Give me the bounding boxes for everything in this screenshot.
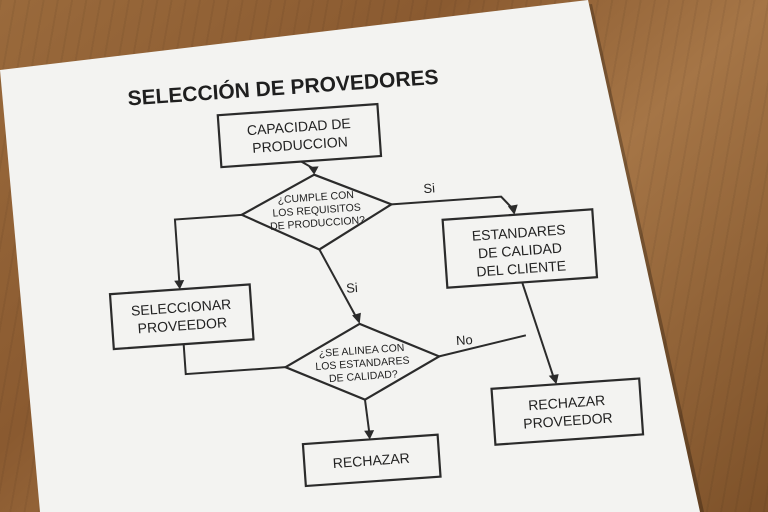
arrowhead xyxy=(548,374,559,385)
arrowhead xyxy=(352,312,361,324)
connector-line xyxy=(391,195,513,209)
node-seleccionar-proveedor: SELECCIONAR PROVEEDOR xyxy=(108,283,255,351)
node-label-line: ¿CUMPLE CON xyxy=(277,189,354,206)
arrowhead xyxy=(174,279,185,290)
decision-alinea-estandares: ¿SE ALINEA CON LOS ESTANDARES DE CALIDAD… xyxy=(283,322,442,401)
edge-label-si: Si xyxy=(346,280,359,296)
paper-sheet xyxy=(0,0,700,512)
connector-line xyxy=(318,249,358,318)
connector-line xyxy=(521,282,555,379)
node-estandares-cliente: ESTANDARES DE CALIDAD DEL CLIENTE xyxy=(441,208,599,289)
edge-label-si: Si xyxy=(423,180,436,196)
connector-line xyxy=(438,334,527,358)
node-rechazar-proveedor: RECHAZAR PROVEEDOR xyxy=(490,377,645,446)
connector-line xyxy=(182,344,286,376)
decision-cumple-requisitos: ¿CUMPLE CON LOS REQUISITOS DE PRODUCCION… xyxy=(239,173,394,251)
arrowhead xyxy=(364,430,375,440)
node-capacidad-produccion: CAPACIDAD DE PRODUCCION xyxy=(216,102,383,169)
edge-label-no: No xyxy=(456,332,474,348)
node-label-line: SELECCIONAR xyxy=(130,296,231,319)
node-label-line: CAPACIDAD DE xyxy=(246,115,351,138)
node-label-line: RECHAZAR xyxy=(332,450,410,471)
node-label-line: RECHAZAR xyxy=(528,392,606,413)
connectors xyxy=(173,160,559,440)
arrowhead xyxy=(507,204,518,215)
node-label-line: DE CALIDAD? xyxy=(329,368,399,385)
node-rechazar: RECHAZAR xyxy=(301,433,442,488)
arrowhead xyxy=(308,166,319,175)
node-label-line: PROVEEDOR xyxy=(523,409,613,431)
node-label-line: PROVEEDOR xyxy=(137,314,227,336)
connector-line xyxy=(173,213,242,283)
node-label-line: DE CALIDAD xyxy=(477,240,562,262)
node-label-line: ¿SE ALINEA CON xyxy=(318,342,404,360)
node-label-line: DEL CLIENTE xyxy=(476,257,567,279)
node-label-line: PRODUCCION xyxy=(252,133,349,156)
node-label-line: ESTANDARES xyxy=(471,221,566,244)
connector-line xyxy=(363,399,371,433)
flowchart: SELECCIÓN DE PROVEDORES CAPACIDAD DE PRO… xyxy=(108,65,645,488)
